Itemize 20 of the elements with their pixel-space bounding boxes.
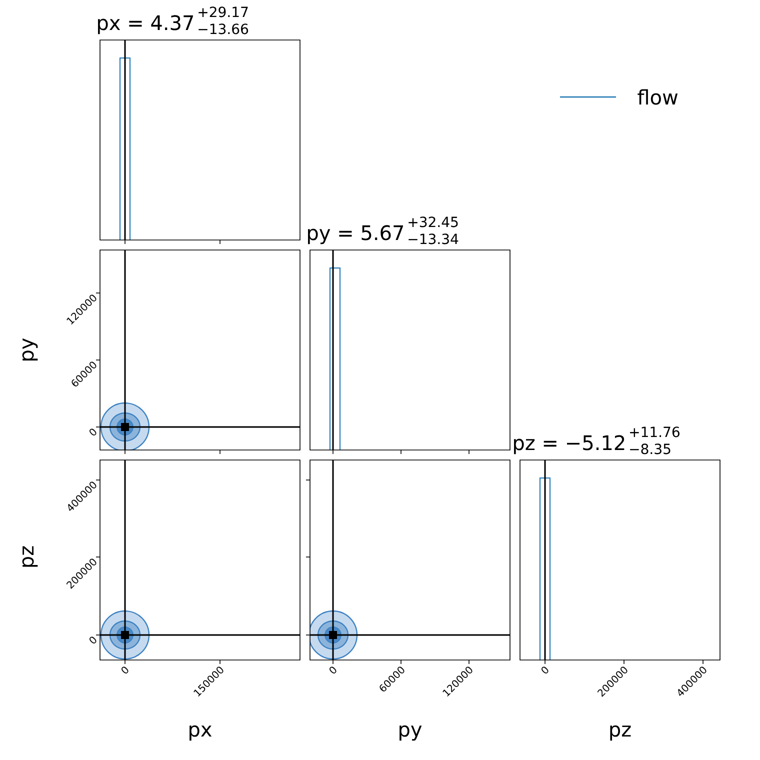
tick-label: 0 bbox=[90, 636, 96, 644]
tick-label: 0 bbox=[122, 666, 128, 674]
axis-label: pz bbox=[610, 725, 631, 741]
tick-label: 0 bbox=[542, 666, 548, 674]
upper-error: +32.45 bbox=[408, 216, 458, 228]
legend-label: flow bbox=[638, 89, 678, 105]
axis-label: pz bbox=[22, 546, 38, 567]
axis-label: px bbox=[190, 725, 212, 741]
lower-error: −13.34 bbox=[408, 234, 458, 244]
plot-title: px = 4.37 bbox=[98, 15, 193, 34]
tick-label: 0 bbox=[90, 428, 96, 436]
upper-error: +11.76 bbox=[630, 426, 680, 438]
plot-title: pz = −5.12 bbox=[514, 435, 624, 454]
lower-error: −13.66 bbox=[198, 24, 248, 34]
upper-error: +29.17 bbox=[198, 6, 248, 18]
axis-label: py bbox=[400, 725, 422, 741]
axis-label: py bbox=[22, 338, 38, 360]
tick-label: 0 bbox=[330, 666, 336, 674]
lower-error: −8.35 bbox=[630, 444, 670, 454]
plot-title: py = 5.67 bbox=[308, 225, 404, 244]
